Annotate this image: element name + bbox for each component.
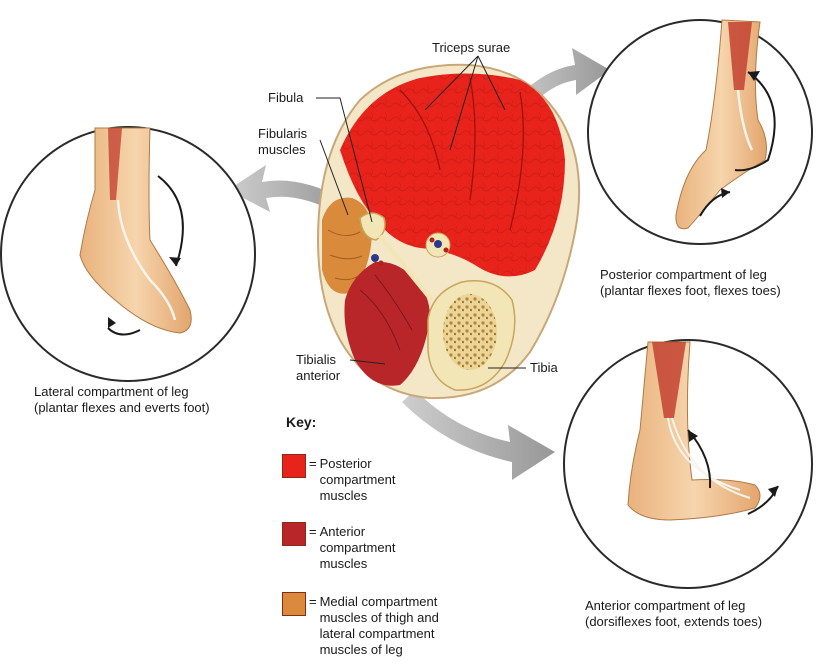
- key-swatch-posterior: [282, 454, 306, 478]
- caption-posterior-title: Posterior compartment of leg: [600, 267, 767, 283]
- label-tibialis-anterior: Tibialis anterior: [296, 352, 340, 384]
- caption-lateral-desc: (plantar flexes and everts foot): [34, 400, 210, 416]
- caption-posterior-desc: (plantar flexes foot, flexes toes): [600, 283, 781, 299]
- key-item-posterior: = Posterior compartment muscles: [282, 452, 395, 504]
- leg-cross-section: [318, 65, 579, 398]
- key-item-lateral: = Medial compartment muscles of thigh an…: [282, 590, 439, 658]
- arrow-to-anterior: [402, 390, 555, 480]
- label-tibia: Tibia: [530, 360, 558, 376]
- key-label-posterior: Posterior compartment muscles: [320, 456, 396, 504]
- key-equals: =: [309, 456, 317, 472]
- posterior-compartment-illustration: [588, 20, 812, 244]
- tibia-marrow: [443, 294, 497, 370]
- caption-anterior-title: Anterior compartment of leg: [585, 598, 745, 614]
- key-title: Key:: [286, 414, 316, 430]
- key-swatch-anterior: [282, 522, 306, 546]
- label-fibularis-muscles: Fibularis muscles: [258, 126, 307, 158]
- caption-anterior-desc: (dorsiflexes foot, extends toes): [585, 614, 762, 630]
- key-equals: =: [309, 594, 317, 610]
- key-swatch-lateral: [282, 592, 306, 616]
- label-triceps-surae: Triceps surae: [432, 40, 510, 56]
- key-equals: =: [309, 524, 317, 540]
- key-label-anterior: Anterior compartment muscles: [320, 524, 396, 572]
- lateral-compartment-illustration: [1, 127, 255, 381]
- label-fibula: Fibula: [268, 90, 303, 106]
- key-item-anterior: = Anterior compartment muscles: [282, 520, 395, 572]
- anterior-compartment-illustration: [564, 340, 812, 588]
- key-label-lateral: Medial compartment muscles of thigh and …: [320, 594, 439, 658]
- caption-lateral-title: Lateral compartment of leg: [34, 384, 189, 400]
